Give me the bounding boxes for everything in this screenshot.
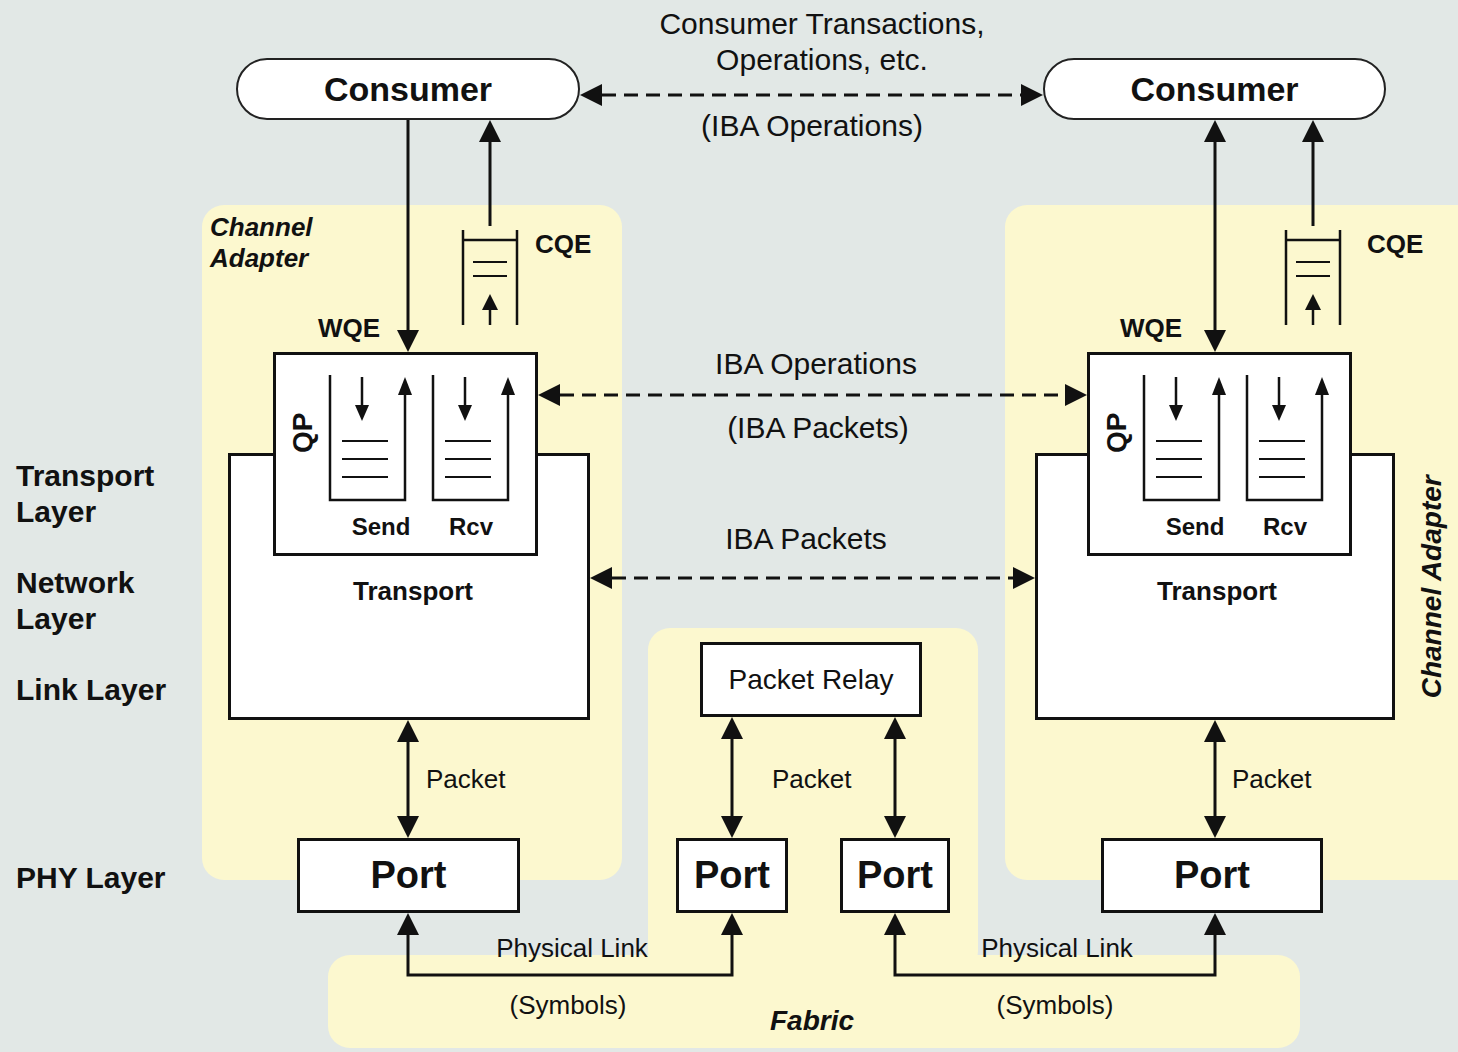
queue-pair-box: QP Send Rcv <box>1087 352 1352 556</box>
layer-or-note-label-wrap: (Symbols) <box>468 990 668 1021</box>
layer-or-note-label-wrap: PHY Layer <box>16 860 201 896</box>
node-text-wrap: Rcv <box>1245 513 1325 542</box>
arrowhead <box>1204 913 1226 935</box>
connector-label-wrap: Packet <box>426 764 546 795</box>
node-text: CQE <box>535 229 605 260</box>
node-text: CQE <box>1367 229 1437 260</box>
layer-or-note-label: PHY Layer <box>16 860 201 896</box>
node-text: Consumer <box>1130 69 1298 110</box>
node-text: Channel Adapter <box>1415 422 1449 752</box>
layer-or-note-label: WQE <box>1120 313 1200 344</box>
layer-or-note-label: (Symbols) <box>468 990 668 1021</box>
node-text: Port <box>857 853 933 899</box>
port-box: Port <box>676 838 788 913</box>
connector-label: Consumer Transactions, Operations, etc. <box>592 6 1052 78</box>
connector-label-wrap: Physical Link <box>472 933 672 964</box>
connector-line <box>560 394 1065 397</box>
fabric-upper-area <box>648 628 978 973</box>
node-text: Port <box>1174 853 1250 899</box>
queue-pair-box: QP Send Rcv <box>273 352 538 556</box>
connector-label-wrap: IBA Operations <box>616 346 1016 382</box>
port-box: Port <box>297 838 520 913</box>
node-text-wrap: Transport <box>263 576 563 607</box>
connector-label: IBA Operations <box>616 346 1016 382</box>
layer-or-note-label: Network Layer <box>16 565 201 637</box>
layer-or-note-label: (IBA Packets) <box>618 410 1018 446</box>
completion-queue: CQE <box>460 226 610 328</box>
node-text-wrap: Send <box>1155 513 1235 542</box>
connector-label-wrap: Consumer Transactions, Operations, etc. <box>592 6 1052 78</box>
consumer-pill: Consumer <box>1043 58 1386 120</box>
layer-or-note-label-wrap: Transport Layer <box>16 458 201 530</box>
node-text-wrap: Channel Adapter <box>210 212 360 274</box>
node-text: Fabric <box>712 1004 912 1038</box>
node-text-wrap: Transport <box>1067 576 1367 607</box>
node-text: Port <box>371 853 447 899</box>
node-text-wrap: CQE <box>1367 229 1437 260</box>
layer-or-note-label: Transport Layer <box>16 458 201 530</box>
port-box: Port <box>840 838 950 913</box>
fabric-region: Fabric Packet RelayPort Port <box>328 628 1300 1048</box>
connector-line <box>602 94 1021 97</box>
arrowhead <box>1204 120 1226 142</box>
node-text: Send <box>1155 513 1235 542</box>
port-box: Port <box>1101 838 1323 913</box>
connector-label: Physical Link <box>957 933 1157 964</box>
arrowhead <box>479 120 501 142</box>
layer-or-note-label-wrap: WQE <box>318 313 398 344</box>
layer-or-note-label-wrap: Network Layer <box>16 565 201 637</box>
layer-or-note-label-wrap: (Symbols) <box>955 990 1155 1021</box>
node-text: QP <box>1100 403 1134 463</box>
channel-adapter-region: Channel AdapterCQETransportQPSendRcvPort <box>202 205 622 880</box>
node-text: Port <box>694 853 770 899</box>
node-text-wrap: Rcv <box>431 513 511 542</box>
connector <box>580 84 1043 106</box>
connector-label-wrap: Packet <box>772 764 872 795</box>
layer-or-note-label: WQE <box>318 313 398 344</box>
connector-label-wrap: IBA Packets <box>606 521 1006 557</box>
layer-or-note-label: (Symbols) <box>955 990 1155 1021</box>
node-text: Channel Adapter <box>210 212 360 274</box>
node-text: Transport <box>1067 576 1367 607</box>
connector-label-wrap: Packet <box>1232 764 1352 795</box>
connector-label: IBA Packets <box>606 521 1006 557</box>
node-text-wrap: QP <box>286 403 320 463</box>
connector-line <box>612 577 1013 580</box>
arrowhead <box>580 84 602 106</box>
node-text: Rcv <box>1245 513 1325 542</box>
node-text: Send <box>341 513 421 542</box>
consumer-pill: Consumer <box>236 58 580 120</box>
layer-or-note-label-wrap: (IBA Operations) <box>612 108 1012 144</box>
arrowhead <box>1302 120 1324 142</box>
node-text: Packet Relay <box>729 663 894 697</box>
completion-queue: CQE <box>1283 226 1448 328</box>
channel-adapter-region: Channel AdapterCQETransportQPSendRcvPort <box>1005 205 1458 880</box>
node-text: Transport <box>263 576 563 607</box>
layer-or-note-label: Link Layer <box>16 672 201 708</box>
layer-or-note-label-wrap: WQE <box>1120 313 1200 344</box>
layer-or-note-label-wrap: (IBA Packets) <box>618 410 1018 446</box>
connector <box>590 567 1035 589</box>
node-text: Rcv <box>431 513 511 542</box>
connector-label: Physical Link <box>472 933 672 964</box>
arrowhead <box>397 913 419 935</box>
connector-label: Packet <box>1232 764 1352 795</box>
node-text: Consumer <box>324 69 492 110</box>
node-text-wrap: CQE <box>535 229 605 260</box>
node-text-wrap: Channel Adapter <box>1415 422 1449 752</box>
connector-label: Packet <box>426 764 546 795</box>
node-text: QP <box>286 403 320 463</box>
node-text-wrap: Fabric <box>712 1004 912 1038</box>
packet-relay-box: Packet Relay <box>700 642 922 717</box>
layer-or-note-label-wrap: Link Layer <box>16 672 201 708</box>
node-text-wrap: Send <box>341 513 421 542</box>
node-text-wrap: QP <box>1100 403 1134 463</box>
arrowhead <box>1021 84 1043 106</box>
layer-or-note-label: (IBA Operations) <box>612 108 1012 144</box>
fabric-band <box>328 955 1300 1048</box>
connector-label: Packet <box>772 764 872 795</box>
connector-label-wrap: Physical Link <box>957 933 1157 964</box>
